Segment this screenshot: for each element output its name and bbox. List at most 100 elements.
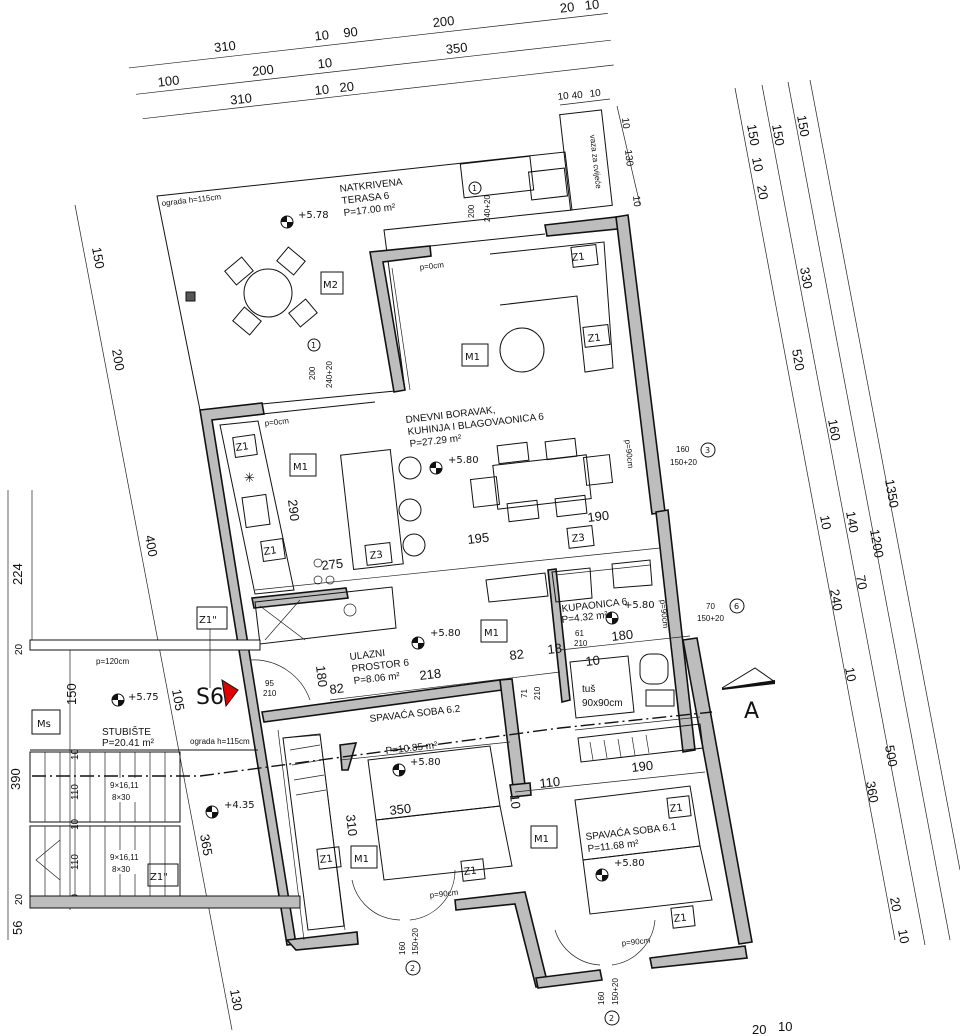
bedroom-2: SPAVAĆA SOBA 6.2 P=10.85 m² +5.80 350 31… [282, 702, 513, 976]
dim-r-240: 240 [827, 588, 846, 612]
dim-fl-110a: 110 [70, 784, 81, 800]
svg-text:Z1: Z1 [319, 854, 333, 866]
top-dimensions: 310 10 90 200 20 10 100 200 10 350 310 1… [128, 0, 614, 120]
dim-r1-10b: 10 [630, 195, 642, 208]
svg-text:200: 200 [467, 204, 476, 218]
svg-text:240+20: 240+20 [483, 195, 492, 222]
label-m2: M2 [323, 280, 338, 291]
ms-tag [31, 709, 61, 735]
dim-195: 195 [467, 530, 490, 547]
dim-fl-10a: 10 [70, 748, 81, 760]
svg-text:210: 210 [533, 686, 542, 700]
kitchen-island [340, 448, 404, 571]
dim-top-200: 200 [432, 13, 455, 30]
shower-label: tuš [582, 684, 595, 695]
dim-r-10d: 10 [895, 928, 912, 945]
dim-l-400: 400 [142, 534, 161, 558]
stairs-level2: +4.35 [224, 800, 255, 811]
dim-top-310b: 310 [229, 90, 252, 107]
svg-text:150+20: 150+20 [670, 458, 697, 467]
window-mark-3-icon [700, 442, 716, 458]
dim-180-bath: 180 [611, 627, 634, 644]
dim-350: 350 [389, 801, 412, 818]
dim-top-90: 90 [342, 24, 358, 41]
coffee-table-icon [499, 327, 545, 373]
dim-fl-20: 20 [14, 643, 25, 655]
window-mark-1-icon [468, 181, 482, 195]
dim-top-10c: 10 [317, 55, 333, 72]
dim-r-150a: 150 [744, 123, 763, 147]
dim-l-365: 365 [197, 833, 216, 857]
dim-fl-224: 224 [10, 563, 25, 585]
dim-310: 310 [343, 814, 360, 837]
svg-text:8×30: 8×30 [112, 793, 131, 802]
dim-r-500: 500 [882, 744, 901, 768]
entry-arrow-icon [221, 678, 239, 708]
svg-text:p=0cm: p=0cm [419, 260, 444, 272]
svg-text:M1: M1 [484, 628, 499, 639]
window-mark-6-icon [729, 598, 745, 614]
dim-l-150: 150 [89, 246, 108, 270]
stair-flight-upper: 9×16,11 8×30 [29, 751, 181, 823]
s6-label: S6 [196, 685, 224, 710]
svg-text:2: 2 [410, 964, 415, 973]
dim-l-105: 105 [169, 688, 188, 712]
window-mark-2b-icon [604, 1010, 620, 1026]
svg-text:71: 71 [520, 689, 529, 698]
svg-text:8×30: 8×30 [112, 865, 131, 874]
dim-r-330: 330 [797, 266, 816, 290]
svg-text:6: 6 [734, 602, 739, 611]
dim-r-150c: 150 [794, 114, 813, 138]
right-small-dimensions: 10 130 10 [616, 105, 642, 208]
dim-l-130: 130 [227, 988, 246, 1012]
dim-fl-150: 150 [64, 683, 79, 705]
svg-text:150+20: 150+20 [411, 928, 420, 955]
svg-text:Z1: Z1 [669, 803, 683, 815]
svg-text:Z1: Z1 [263, 545, 278, 558]
terrace-name2: TERASA 6 [341, 191, 390, 207]
z1q-tag [147, 863, 179, 887]
svg-text:Z1: Z1 [463, 866, 477, 878]
dim-fl-20b: 20 [14, 893, 25, 905]
bedroom2-area: P=10.85 m² [385, 740, 439, 757]
svg-text:9×16,11: 9×16,11 [110, 781, 139, 790]
toilet-icon [639, 653, 669, 685]
dim-top-20: 20 [559, 0, 575, 16]
stairs-p: p=120cm [96, 657, 129, 666]
svg-text:M1: M1 [293, 462, 308, 473]
svg-text:70: 70 [706, 602, 715, 611]
dim-180-entr: 180 [313, 665, 330, 688]
dim-r-360: 360 [863, 780, 882, 804]
window-mark-2-icon [405, 960, 421, 976]
dim-top-310: 310 [213, 38, 236, 55]
stove-icon: ✳ [244, 471, 255, 486]
section-line: A [32, 667, 776, 777]
entrance-name: ULAZNI [349, 648, 386, 663]
entrance-level: +5.80 [430, 628, 461, 639]
svg-text:210: 210 [263, 689, 277, 698]
dim-small-10a: 10 [557, 91, 570, 103]
dim-top-10b: 10 [584, 0, 600, 13]
dim-small-40: 40 [571, 90, 584, 102]
dim-top-350: 350 [445, 40, 468, 57]
svg-text:Z1": Z1" [199, 615, 217, 626]
sun-lounger-icon [459, 155, 535, 199]
stairs-railing: ograda h=115cm [190, 737, 250, 746]
living-level: +5.80 [448, 455, 479, 466]
bedroom2-level: +5.80 [410, 757, 441, 768]
m2-tag [320, 271, 344, 295]
dim-b-10: 10 [778, 1019, 792, 1034]
dim-top-100: 100 [157, 72, 180, 89]
svg-text:Z3: Z3 [571, 533, 585, 545]
svg-text:p=90cm: p=90cm [429, 888, 459, 900]
entrance: M1 ULAZNI PROSTOR 6 P=8.06 m² +5.80 180 … [249, 619, 563, 701]
svg-text:95: 95 [265, 679, 274, 688]
svg-text:3: 3 [705, 446, 710, 455]
far-left-dimensions: 224 20 150 390 10 110 10 110 10 56 20 [7, 490, 81, 940]
dim-10-bath: 10 [585, 652, 601, 669]
dim-r-70: 70 [853, 574, 870, 591]
dim-r-520: 520 [789, 348, 808, 372]
dim-l-200: 200 [109, 348, 128, 372]
round-table-icon [243, 268, 293, 318]
